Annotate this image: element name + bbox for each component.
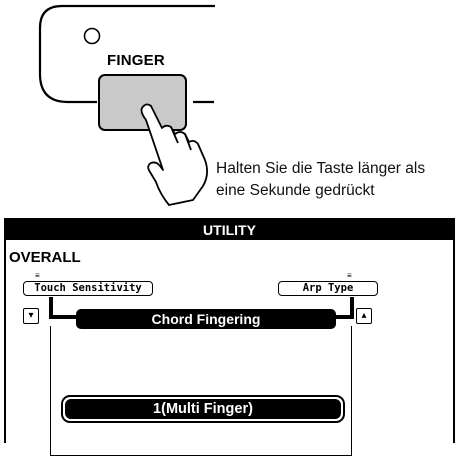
left-position-tick-icon: ≡ [35, 271, 40, 280]
section-label: OVERALL [9, 249, 81, 266]
touch-sensitivity-param[interactable]: Touch Sensitivity [23, 281, 153, 296]
display-header: UTILITY [6, 220, 453, 240]
scroll-up-icon[interactable]: ▴ [356, 308, 372, 324]
value-text: 1(Multi Finger) [65, 399, 341, 419]
caption-line-1: Halten Sie die Taste länger als [216, 160, 426, 177]
right-position-tick-icon: ≡ [347, 271, 352, 280]
lcd-display: UTILITY OVERALL ≡ Touch Sensitivity ≡ Ar… [4, 218, 455, 456]
instruction-caption: Halten Sie die Taste länger als eine Sek… [216, 158, 425, 202]
finger-button-label: FINGER [107, 52, 165, 69]
front-panel-illustration [38, 4, 215, 206]
arp-type-param[interactable]: Arp Type [278, 281, 378, 296]
chord-fingering-title: Chord Fingering [76, 309, 336, 329]
pressing-hand-icon [140, 103, 208, 206]
panel-outline [38, 4, 215, 104]
finger-button [98, 74, 187, 131]
scroll-down-icon[interactable]: ▾ [23, 308, 39, 324]
chord-fingering-value[interactable]: 1(Multi Finger) [61, 395, 345, 423]
param-connector-lines [49, 297, 354, 319]
led-indicator [83, 27, 101, 45]
parameter-frame [50, 326, 352, 456]
caption-line-2: eine Sekunde gedrückt [216, 182, 375, 199]
